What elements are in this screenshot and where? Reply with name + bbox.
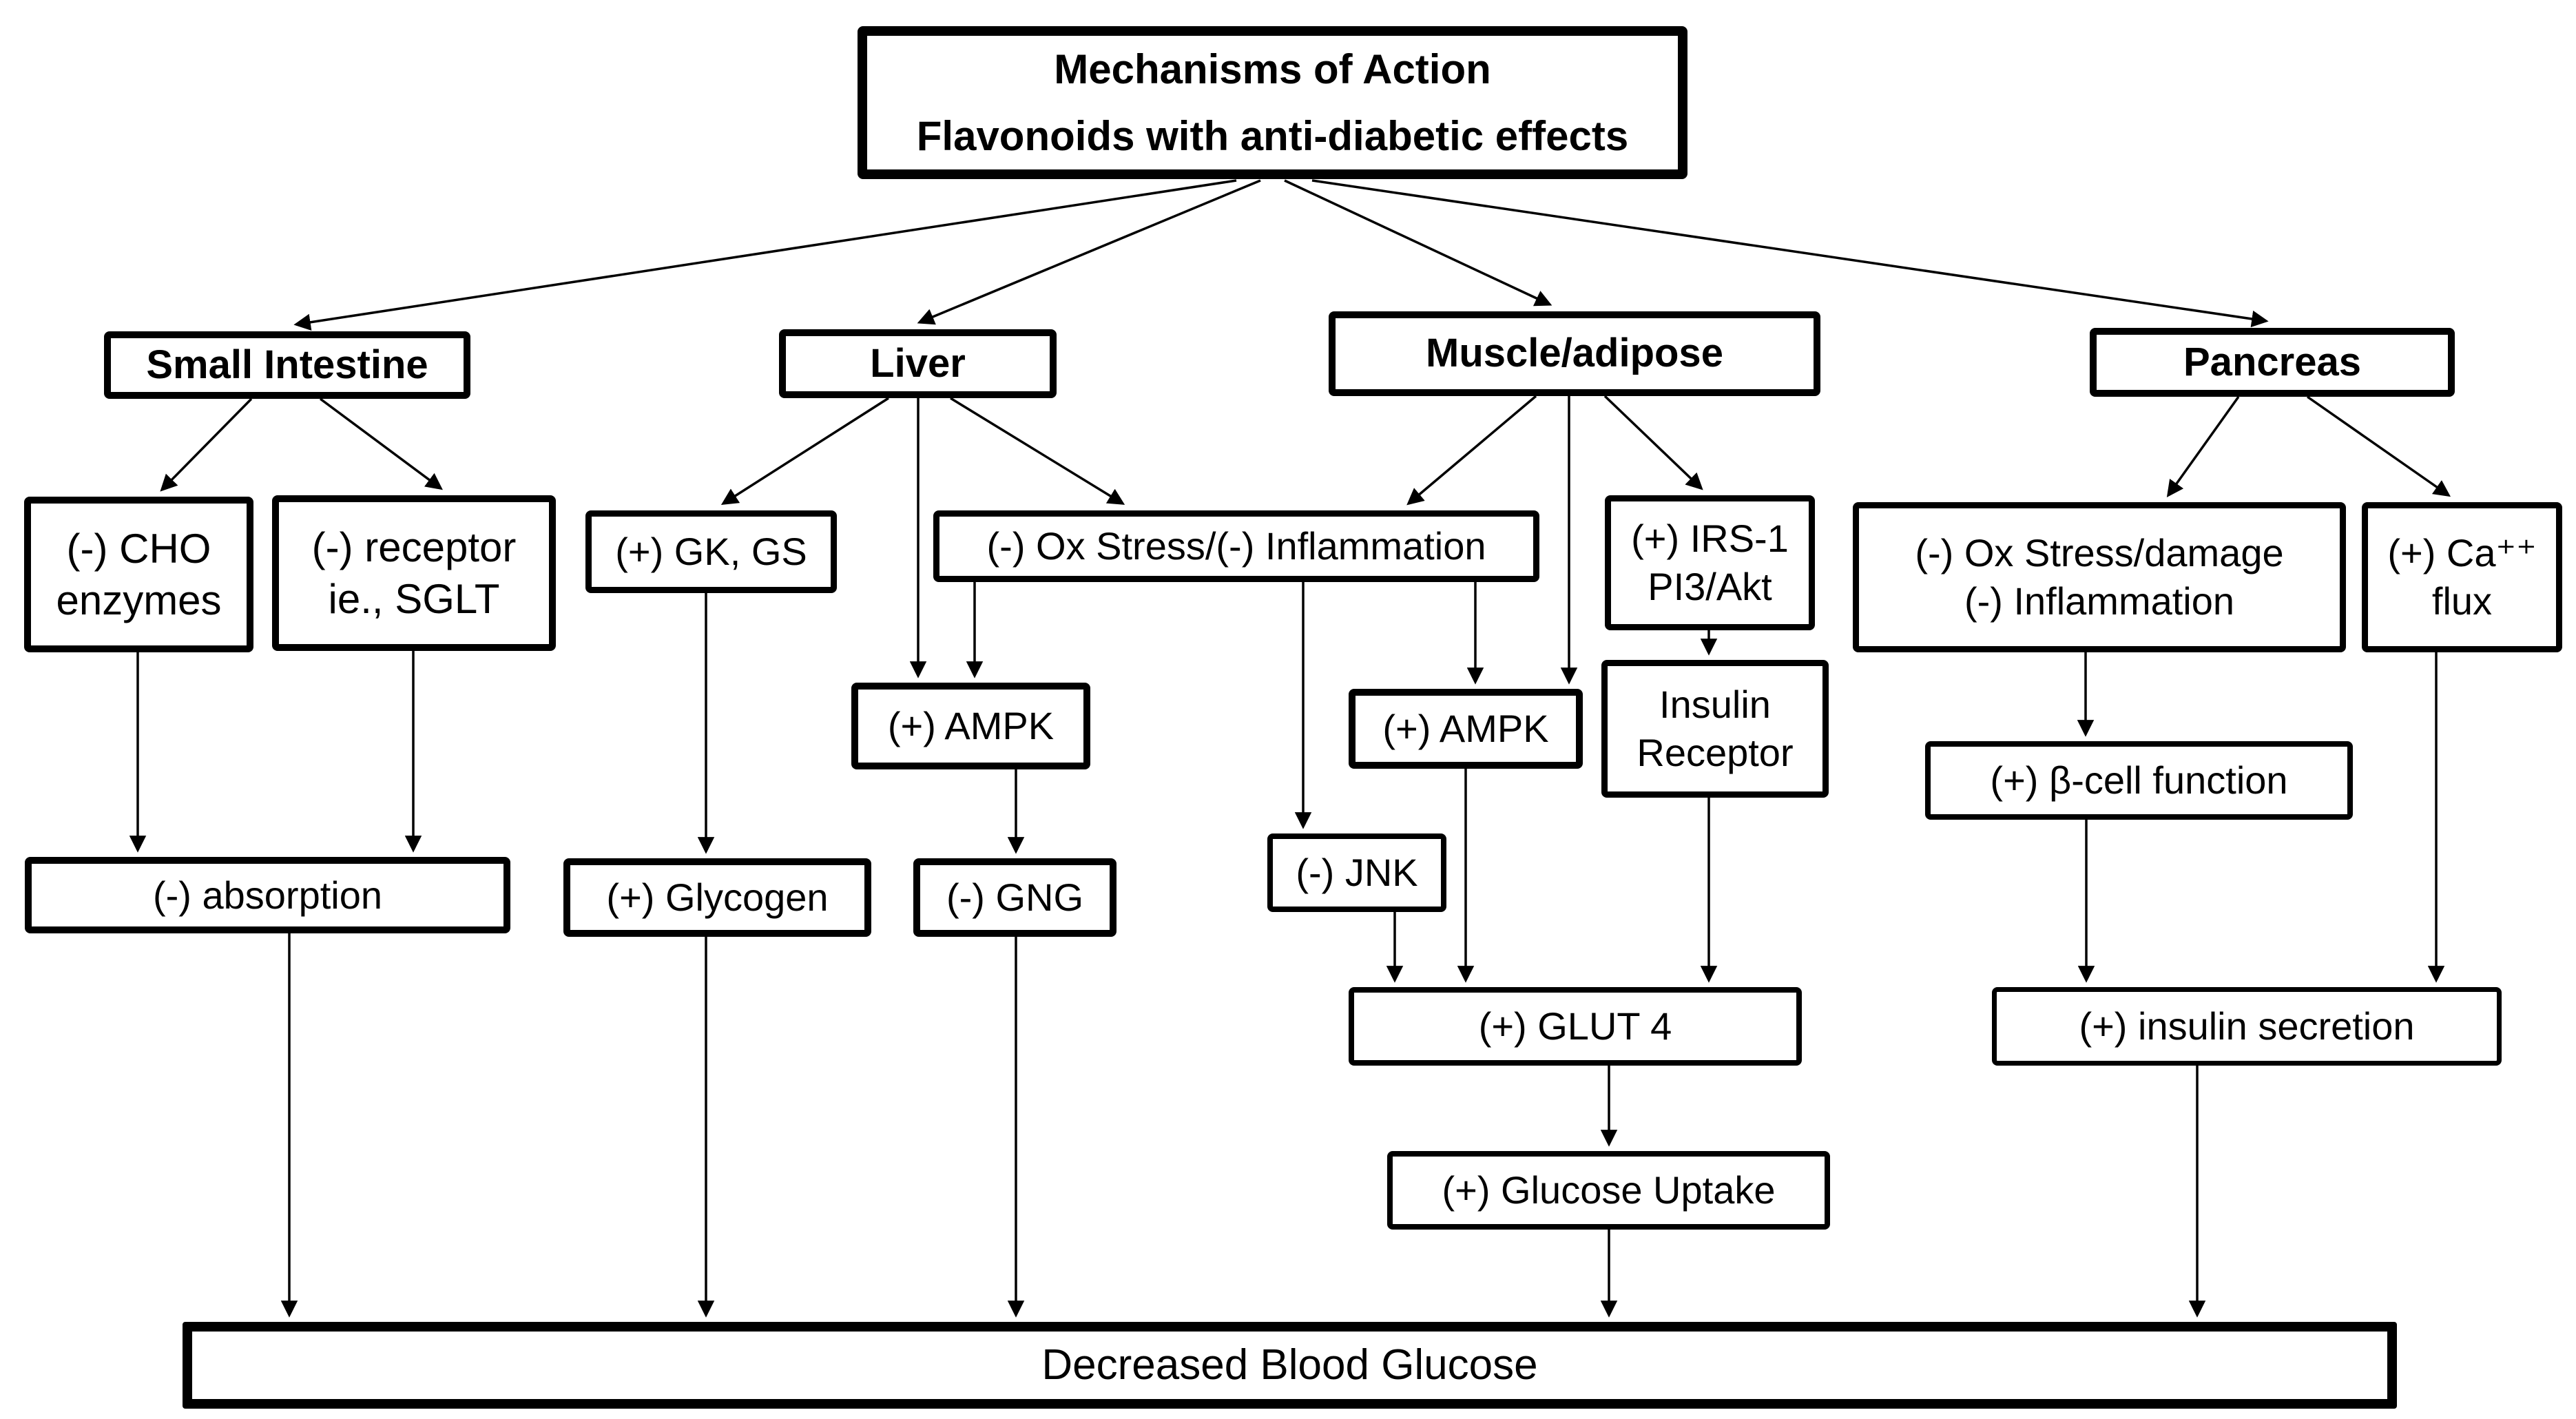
- node-absorption: (-) absorption: [25, 857, 510, 933]
- node-small-intestine: Small Intestine: [104, 331, 470, 399]
- node-receptor-sglt: (-) receptor ie., SGLT: [272, 495, 556, 651]
- arrow-pancreas-to-ca-flux: [2306, 395, 2451, 497]
- node-decreased-blood-glucose: Decreased Blood Glucose: [183, 1322, 2397, 1409]
- arrow-liver-to-gk-gs: [720, 397, 889, 505]
- node-ca-flux: (+) Ca⁺⁺ flux: [2362, 502, 2562, 652]
- node-muscle-adipose: Muscle/adipose: [1329, 311, 1820, 396]
- arrow-liver-to-ox-stress-inflammation: [950, 397, 1125, 505]
- node-irs1-pi3-akt: (+) IRS-1 PI3/Akt: [1605, 495, 1815, 630]
- node-cho-enzymes: (-) CHO enzymes: [24, 497, 253, 652]
- arrow-small-intestine-to-receptor-sglt: [319, 397, 443, 490]
- node-jnk: (-) JNK: [1267, 833, 1446, 912]
- arrow-title-to-liver: [917, 179, 1261, 325]
- node-pancreas: Pancreas: [2090, 328, 2455, 397]
- node-gng: (-) GNG: [913, 858, 1116, 937]
- node-gk-gs: (+) GK, GS: [585, 510, 837, 593]
- node-glucose-uptake: (+) Glucose Uptake: [1387, 1151, 1830, 1230]
- arrow-muscle-adipose-to-ox-stress-inflammation: [1406, 395, 1537, 506]
- node-liver: Liver: [779, 329, 1057, 398]
- arrow-title-to-pancreas: [1311, 179, 2269, 328]
- arrow-title-to-small-intestine: [293, 179, 1237, 331]
- node-insulin-secretion: (+) insulin secretion: [1992, 987, 2502, 1066]
- node-glycogen: (+) Glycogen: [563, 858, 871, 937]
- node-insulin-receptor: Insulin Receptor: [1601, 660, 1829, 798]
- arrow-small-intestine-to-cho-enzymes: [160, 397, 253, 492]
- node-glut4: (+) GLUT 4: [1349, 987, 1802, 1066]
- arrow-muscle-adipose-to-irs1: [1603, 395, 1703, 490]
- node-beta-cell-function: (+) β-cell function: [1925, 741, 2353, 820]
- node-ampk-liver: (+) AMPK: [851, 683, 1090, 769]
- node-title: Mechanisms of Action Flavonoids with ant…: [858, 26, 1687, 179]
- arrow-pancreas-to-ox-stress-damage: [2166, 395, 2240, 497]
- arrow-title-to-muscle-adipose: [1284, 179, 1552, 307]
- node-ox-stress-damage: (-) Ox Stress/damage (-) Inflammation: [1853, 502, 2346, 652]
- node-ampk-muscle: (+) AMPK: [1349, 689, 1583, 769]
- node-ox-stress-inflammation: (-) Ox Stress/(-) Inflammation: [933, 510, 1539, 582]
